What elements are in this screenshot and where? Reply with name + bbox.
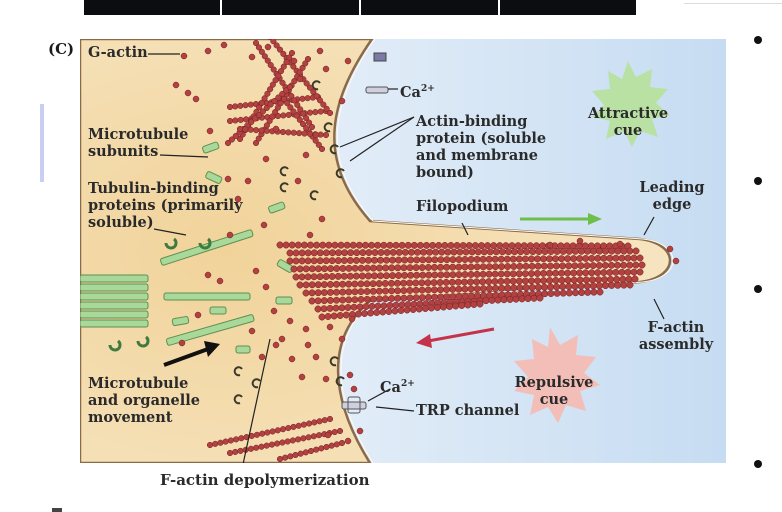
list-bullet xyxy=(754,177,762,185)
leader-lines xyxy=(148,53,665,463)
label-microtubule-organelle-movement: Microtubule and organelle movement xyxy=(88,375,200,426)
label-tubulin-binding-proteins: Tubulin-binding proteins (primarily solu… xyxy=(88,180,243,231)
membrane-highlight xyxy=(336,39,674,463)
label-microtubule-subunits: Microtubule subunits xyxy=(88,126,189,160)
label-attractive-cue: Attractive cue xyxy=(587,105,669,139)
label-leading-edge: Leading edge xyxy=(639,179,705,213)
strip-separator xyxy=(359,0,361,15)
actin-filaments xyxy=(172,39,680,463)
label-ca-top: Ca2+ xyxy=(400,83,435,101)
tubulin-binding-proteins xyxy=(108,237,212,352)
microtubule-bundle xyxy=(80,274,149,328)
black-arrow xyxy=(163,341,220,367)
attractive-cue-shape xyxy=(592,61,670,147)
list-bullet xyxy=(754,36,762,44)
repulsive-cue-shape xyxy=(514,327,600,423)
label-trp-channel: TRP channel xyxy=(416,402,520,419)
trp-channel-icon xyxy=(341,396,367,414)
label-repulsive-cue: Repulsive cue xyxy=(514,374,594,408)
red-arrow xyxy=(416,327,495,348)
calcium-channel-top xyxy=(365,52,389,94)
green-arrow xyxy=(520,213,602,225)
column-divider xyxy=(684,3,782,4)
list-bullet xyxy=(754,285,762,293)
strip-separator xyxy=(220,0,222,15)
label-ca-bottom: Ca2+ xyxy=(380,378,415,396)
list-bullet xyxy=(754,460,762,468)
label-f-actin-assembly: F-actin assembly xyxy=(638,319,714,353)
label-f-actin-depolymerization: F-actin depolymerization xyxy=(160,471,370,489)
strip-separator xyxy=(498,0,500,15)
label-actin-binding-protein: Actin-binding protein (soluble and membr… xyxy=(416,113,547,181)
growth-cone-diagram xyxy=(80,39,726,463)
panel-label: (C) xyxy=(48,40,75,58)
label-filopodium: Filopodium xyxy=(416,198,509,215)
label-g-actin: G-actin xyxy=(88,44,148,61)
text-selection-marker xyxy=(40,104,44,182)
cut-off-text xyxy=(52,508,62,512)
top-image-strip xyxy=(84,0,636,15)
